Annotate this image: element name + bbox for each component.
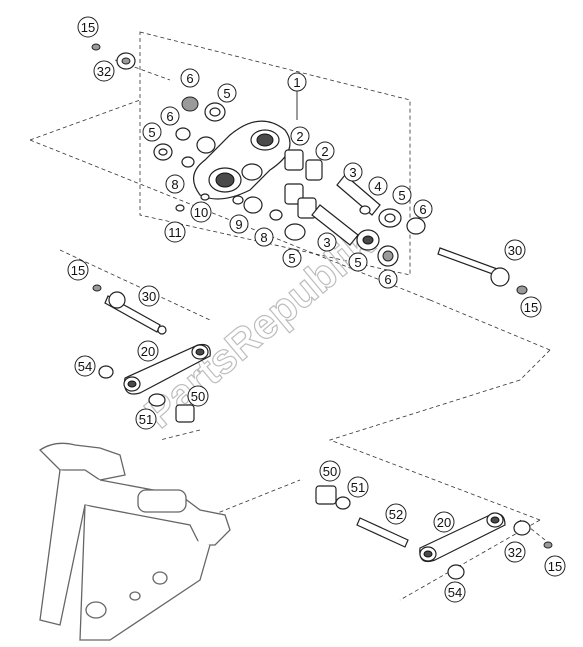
callout-3: 3 (343, 162, 363, 182)
callout-20: 20 (137, 340, 159, 362)
callout-label: 5 (398, 188, 405, 203)
callout-label: 15 (81, 20, 95, 35)
callout-label: 3 (323, 235, 330, 250)
callout-8: 8 (165, 174, 185, 194)
right-bolt-assembly (437, 247, 528, 295)
callout-15: 15 (520, 296, 542, 318)
callout-label: 15 (524, 300, 538, 315)
callout-32: 32 (504, 541, 526, 563)
callout-6: 6 (413, 199, 433, 219)
callout-9: 9 (229, 214, 249, 234)
callout-3: 3 (317, 232, 337, 252)
callouts: 1 2 2 3 3 4 5 5 5 5 5 6 6 6 6 8 8 9 10 1… (67, 16, 566, 603)
bearing-parts (153, 96, 426, 267)
callout-32: 32 (93, 60, 115, 82)
swingarm-frame (38, 442, 231, 641)
callout-5: 5 (348, 252, 368, 272)
callout-label: 51 (139, 412, 153, 427)
callout-30: 30 (504, 239, 526, 261)
callout-label: 20 (437, 515, 451, 530)
callout-5: 5 (392, 185, 412, 205)
callout-label: 51 (351, 480, 365, 495)
callout-label: 30 (508, 243, 522, 258)
callout-label: 5 (288, 251, 295, 266)
callout-51: 51 (347, 476, 369, 498)
callout-label: 5 (354, 255, 361, 270)
callout-6: 6 (180, 68, 200, 88)
callout-label: 20 (141, 344, 155, 359)
callout-label: 15 (548, 559, 562, 574)
callout-label: 11 (168, 225, 182, 240)
callout-label: 2 (321, 144, 328, 159)
left-pull-rod (98, 343, 211, 423)
callout-label: 2 (296, 129, 303, 144)
callout-4: 4 (368, 176, 388, 196)
callout-20: 20 (433, 511, 455, 533)
callout-5: 5 (217, 83, 237, 103)
callout-51: 51 (135, 408, 157, 430)
callout-label: 3 (349, 165, 356, 180)
callout-label: 52 (389, 507, 403, 522)
callout-8: 8 (254, 227, 274, 247)
callout-label: 6 (419, 202, 426, 217)
callout-50: 50 (319, 460, 341, 482)
callout-label: 6 (166, 109, 173, 124)
callout-54: 54 (444, 581, 466, 603)
callout-label: 9 (235, 217, 242, 232)
callout-2: 2 (315, 141, 335, 161)
callout-15: 15 (544, 555, 566, 577)
callout-6: 6 (160, 106, 180, 126)
callout-label: 32 (97, 64, 111, 79)
callout-label: 54 (78, 359, 92, 374)
callout-11: 11 (164, 221, 186, 243)
callout-54: 54 (74, 355, 96, 377)
callout-label: 10 (194, 205, 208, 220)
left-bolt-assembly (92, 284, 167, 335)
callout-15: 15 (77, 16, 99, 38)
callout-label: 5 (223, 86, 230, 101)
rocker-link-part (193, 120, 291, 200)
callout-label: 50 (191, 389, 205, 404)
callout-label: 15 (71, 263, 85, 278)
callout-label: 1 (293, 75, 300, 90)
callout-10: 10 (190, 201, 212, 223)
right-pull-rod-assembly (315, 485, 553, 580)
callout-label: 4 (374, 179, 381, 194)
callout-30: 30 (138, 285, 160, 307)
callout-5: 5 (282, 248, 302, 268)
callout-2: 2 (290, 126, 310, 146)
watermark-text: PartsRepublik (136, 219, 383, 437)
callout-52: 52 (385, 503, 407, 525)
callout-label: 6 (186, 71, 193, 86)
callout-label: 5 (148, 125, 155, 140)
callout-label: 32 (508, 545, 522, 560)
callout-6: 6 (378, 269, 398, 289)
callout-label: 8 (260, 230, 267, 245)
callout-label: 30 (142, 289, 156, 304)
callout-label: 6 (384, 272, 391, 287)
callout-label: 54 (448, 585, 462, 600)
callout-label: 8 (171, 177, 178, 192)
callout-15: 15 (67, 259, 89, 281)
callout-1: 1 (287, 72, 307, 120)
callout-50: 50 (187, 385, 209, 407)
callout-5: 5 (142, 122, 162, 142)
callout-label: 50 (323, 464, 337, 479)
top-left-fasteners (91, 43, 136, 70)
